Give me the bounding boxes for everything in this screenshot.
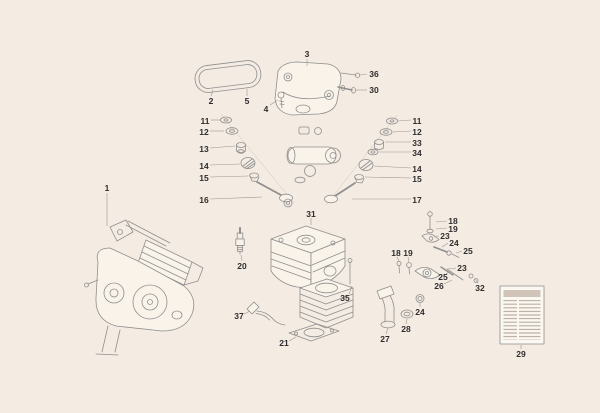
part-callout-15: 15 — [412, 174, 422, 184]
part-callout-18: 18 — [448, 216, 458, 226]
callout-leader-line — [209, 196, 263, 200]
part-callout-26: 26 — [434, 281, 444, 291]
axis-guide-lines — [220, 113, 398, 206]
part-callout-30: 30 — [369, 85, 379, 95]
valve-spring-right — [358, 159, 374, 171]
callout-leader-line — [433, 235, 440, 238]
part-callout-23: 23 — [457, 263, 467, 273]
callout-leader-line — [240, 254, 243, 262]
part-callout-24: 24 — [415, 307, 425, 317]
callout-leader-line — [396, 256, 400, 262]
callout-leader-line — [474, 278, 479, 284]
callout-leader-line — [445, 270, 451, 275]
cylinder-block — [299, 258, 354, 329]
spark-plug-cap-lead — [246, 301, 286, 326]
part-callout-27: 27 — [380, 334, 390, 344]
valve-spring-left — [240, 157, 256, 169]
callout-leader-line — [210, 89, 214, 97]
valve-right — [324, 182, 356, 204]
callout-leader-line — [209, 175, 249, 178]
callout-leader-line — [243, 310, 251, 315]
valve-cover — [274, 61, 342, 116]
callout-leader-line — [447, 267, 457, 270]
rocker-arm-assembly — [396, 211, 479, 283]
part-callout-28: 28 — [401, 324, 411, 334]
part-callout-11: 11 — [413, 116, 422, 126]
part-callout-14: 14 — [199, 161, 209, 171]
spring-seat-right — [367, 148, 379, 156]
part-callout-14: 14 — [412, 164, 422, 174]
part-callout-37: 37 — [234, 311, 244, 321]
part-callout-20: 20 — [237, 261, 247, 271]
callout-leader-line — [455, 250, 463, 254]
callout-leader-line — [348, 285, 353, 295]
callout-leader-line — [209, 163, 241, 166]
cover-bolt — [277, 91, 285, 109]
part-callout-18: 18 — [391, 248, 401, 258]
valve-stack-right — [324, 117, 398, 204]
part-callout-12: 12 — [199, 127, 209, 137]
intake-manifold — [376, 285, 425, 329]
callout-leader-line — [209, 145, 236, 149]
part-callout-21: 21 — [279, 338, 289, 348]
callout-leader-line — [385, 327, 389, 335]
part-callout-33: 33 — [412, 138, 422, 148]
cover-screw-36 — [340, 72, 361, 78]
callout-leader-line — [443, 279, 453, 285]
callout-leader-line — [441, 242, 449, 248]
callout-leader-line — [359, 73, 368, 76]
part-callout-29: 29 — [516, 349, 526, 359]
part-callout-5: 5 — [245, 96, 250, 106]
part-callout-16: 16 — [199, 195, 209, 205]
head-gasket — [288, 323, 340, 342]
part-callout-36: 36 — [369, 69, 379, 79]
callout-leader-line — [405, 318, 408, 325]
callout-leader-line — [407, 256, 410, 263]
cylinder-head — [270, 225, 346, 289]
valve-retainer-left — [249, 172, 260, 182]
cover-gasket — [194, 60, 262, 93]
part-callout-25: 25 — [463, 246, 473, 256]
callout-leader-line — [373, 165, 412, 169]
part-callout-32: 32 — [475, 283, 485, 293]
part-callout-1: 1 — [105, 183, 110, 193]
valve-left — [256, 181, 293, 203]
valve-seal-left — [236, 142, 246, 154]
part-callout-3: 3 — [305, 49, 310, 59]
part-callout-31: 31 — [306, 209, 316, 219]
part-callout-19: 19 — [448, 224, 458, 234]
spark-plug — [235, 227, 245, 255]
callout-leader-line — [364, 176, 412, 179]
part-callout-25: 25 — [438, 272, 448, 282]
callout-leader-line — [288, 336, 297, 342]
part-callout-24: 24 — [449, 238, 459, 248]
part-callout-12: 12 — [412, 127, 422, 137]
camshaft-assembly — [283, 126, 341, 208]
part-callout-4: 4 — [264, 104, 269, 114]
part-callout-13: 13 — [199, 144, 209, 154]
valve-stack-left — [220, 116, 293, 203]
part-callout-15: 15 — [199, 173, 209, 183]
part-callout-35: 35 — [340, 293, 350, 303]
callout-leader-line — [435, 227, 448, 230]
callout-leader-line — [392, 130, 412, 133]
gasket-data-plate — [499, 285, 545, 345]
valve-retainer-right — [354, 174, 365, 184]
part-callout-11: 11 — [201, 116, 210, 126]
valve-seal-right — [374, 139, 384, 150]
part-callout-34: 34 — [412, 148, 422, 158]
engine-assembly — [84, 219, 204, 356]
cover-screw-30 — [337, 85, 356, 94]
callout-leader-line — [397, 119, 412, 122]
part-callout-19: 19 — [403, 248, 413, 258]
part-callout-17: 17 — [412, 195, 422, 205]
part-callout-23: 23 — [440, 231, 450, 241]
callout-leader-line — [435, 220, 448, 223]
part-callout-2: 2 — [209, 96, 214, 106]
callout-leader-line — [269, 99, 279, 106]
